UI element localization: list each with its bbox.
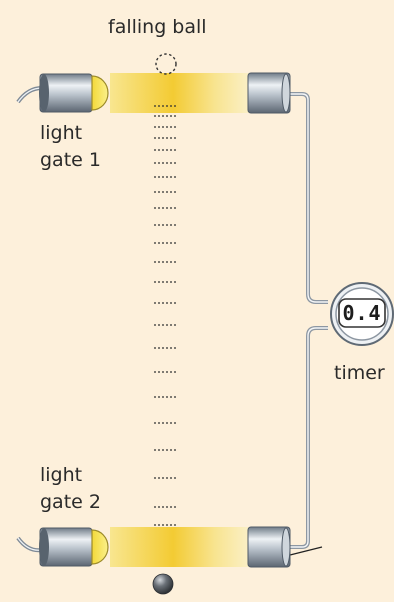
- light-gate-1-bulb: [91, 75, 109, 111]
- light-gate-1-source-end: [39, 74, 49, 112]
- falling-ball-label: falling ball: [108, 16, 207, 38]
- gate1-input-wire: [16, 86, 43, 104]
- timer-device: [330, 282, 394, 346]
- light-gate-1: [39, 72, 291, 114]
- light-gate-2-label-line2: gate 2: [40, 491, 101, 513]
- timer-screen: [338, 298, 386, 328]
- light-gate-1-beam: [110, 73, 250, 113]
- light-gate-2-label-line1: light: [40, 464, 83, 486]
- light-gate-1-label: light gate 1: [40, 120, 101, 174]
- falling-ball: [152, 573, 174, 595]
- light-gate-2: [39, 526, 291, 568]
- light-gate-2-bulb: [91, 529, 109, 565]
- light-gate-1-label-line2: gate 1: [40, 149, 101, 171]
- timer-label: timer: [334, 362, 385, 384]
- ball-start-position: [155, 53, 177, 75]
- circuit-wires: [290, 92, 328, 549]
- ball-fall-trail: [154, 105, 177, 526]
- ground-line: [289, 546, 323, 556]
- light-gate-1-label-line1: light: [40, 122, 83, 144]
- light-gate-1-detector-end: [281, 73, 291, 113]
- light-gate-2-label: light gate 2: [40, 462, 101, 516]
- timer-display-value: 0.4: [342, 301, 382, 325]
- circuit-wires-inner: [290, 93, 328, 548]
- light-gate-2-beam: [110, 527, 250, 567]
- light-gate-2-detector-end: [281, 527, 291, 567]
- light-gate-2-source-end: [39, 528, 49, 566]
